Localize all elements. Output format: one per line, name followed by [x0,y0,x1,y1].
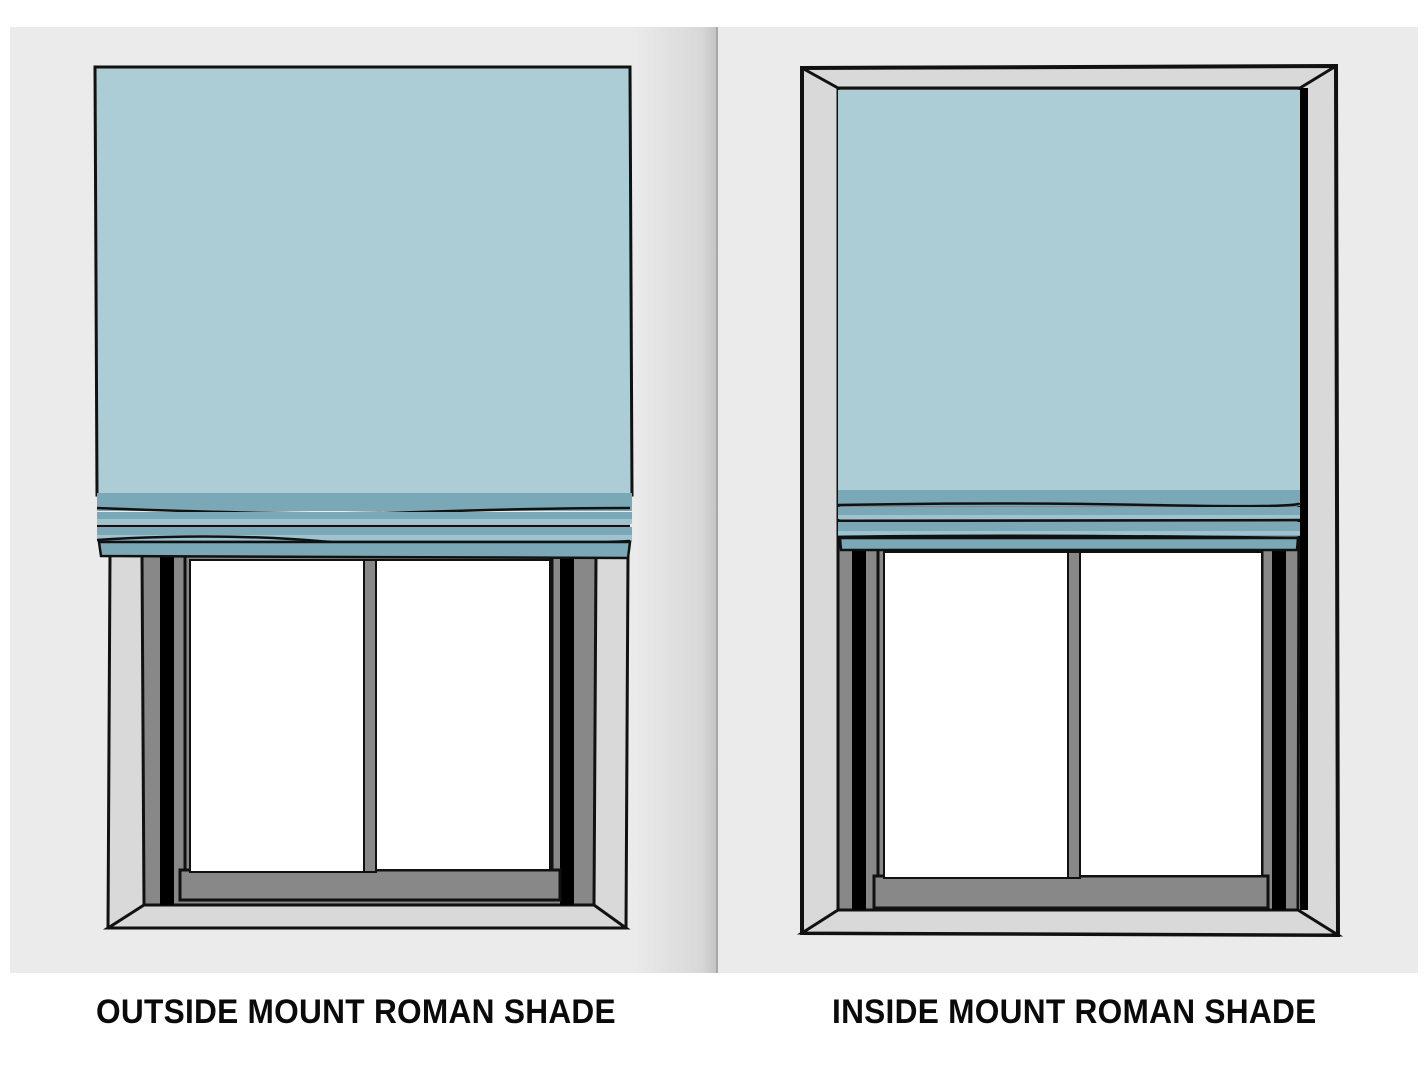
inside-roman-shade [837,90,1302,552]
inside-mount-illustration [796,63,1344,938]
outside-mount-illustration [93,65,634,930]
outside-mount-caption: OUTSIDE MOUNT ROMAN SHADE [96,993,616,1031]
inside-mount-caption: INSIDE MOUNT ROMAN SHADE [832,993,1317,1031]
outside-roman-shade [93,65,634,560]
outside-window-frame [102,553,631,930]
panel-divider [716,27,718,973]
